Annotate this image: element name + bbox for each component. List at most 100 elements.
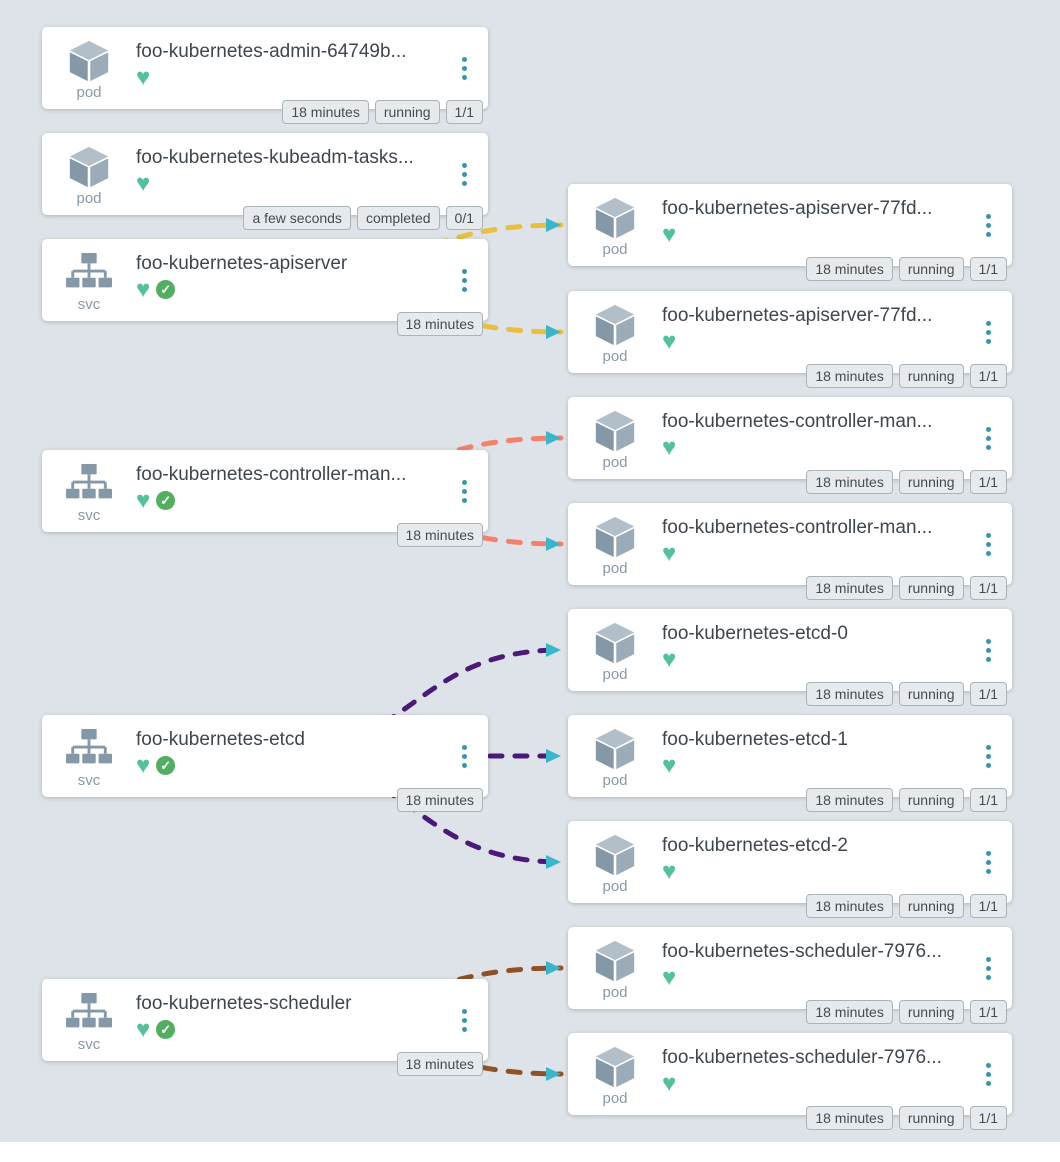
pod-icon <box>592 834 638 876</box>
pod-icon <box>592 516 638 558</box>
ready-badge: 1/1 <box>970 257 1007 281</box>
kebab-menu-button[interactable] <box>976 503 1000 585</box>
pod-icon <box>592 410 638 452</box>
status-badge: running <box>899 1106 964 1130</box>
node-type-label: pod <box>76 191 101 206</box>
kebab-menu-button[interactable] <box>976 609 1000 691</box>
node-title: foo-kubernetes-apiserver-77fd... <box>662 197 1012 221</box>
kebab-menu-button[interactable] <box>976 291 1000 373</box>
node-title: foo-kubernetes-etcd-0 <box>662 622 1012 646</box>
node-title: foo-kubernetes-kubeadm-tasks... <box>136 146 488 170</box>
kebab-menu-button[interactable] <box>452 715 476 797</box>
service-icon <box>66 463 112 505</box>
kebab-menu-button[interactable] <box>976 1033 1000 1115</box>
heart-icon: ♥ <box>662 225 676 245</box>
status-badge: running <box>375 100 440 124</box>
ready-badge: 0/1 <box>446 206 483 230</box>
pod-icon <box>592 197 638 239</box>
node-title: foo-kubernetes-apiserver-77fd... <box>662 304 1012 328</box>
node-type-label: pod <box>602 985 627 1000</box>
node-title: foo-kubernetes-controller-man... <box>662 410 1012 434</box>
kebab-menu-button[interactable] <box>976 397 1000 479</box>
kebab-menu-button[interactable] <box>976 184 1000 266</box>
status-badge: running <box>899 1000 964 1024</box>
node-type-label: svc <box>78 508 101 523</box>
service-icon <box>66 728 112 770</box>
check-circle-icon: ✓ <box>156 756 175 775</box>
status-badge: completed <box>357 206 440 230</box>
node-title: foo-kubernetes-controller-man... <box>136 463 488 487</box>
node-pod-apiserver-1[interactable]: pod foo-kubernetes-apiserver-77fd...♥ 18… <box>568 184 1012 266</box>
age-badge: 18 minutes <box>806 1106 892 1130</box>
age-badge: 18 minutes <box>282 100 368 124</box>
pod-icon <box>592 622 638 664</box>
node-svc-apiserver[interactable]: svc foo-kubernetes-apiserver♥✓ 18 minute… <box>42 239 488 321</box>
pod-icon <box>66 40 112 82</box>
status-badge: running <box>899 788 964 812</box>
node-svc-controller-manager[interactable]: svc foo-kubernetes-controller-man...♥✓ 1… <box>42 450 488 532</box>
heart-icon: ♥ <box>136 1020 150 1040</box>
node-type-label: pod <box>602 1091 627 1106</box>
age-badge: 18 minutes <box>806 257 892 281</box>
bottom-panel <box>0 1142 1060 1162</box>
node-type-label: svc <box>78 297 101 312</box>
heart-icon: ♥ <box>662 1074 676 1094</box>
age-badge: 18 minutes <box>397 523 483 547</box>
node-pod-scheduler-2[interactable]: pod foo-kubernetes-scheduler-7976...♥ 18… <box>568 1033 1012 1115</box>
node-pod-controller-manager-1[interactable]: pod foo-kubernetes-controller-man...♥ 18… <box>568 397 1012 479</box>
age-badge: 18 minutes <box>806 682 892 706</box>
age-badge: 18 minutes <box>397 1052 483 1076</box>
node-title: foo-kubernetes-etcd <box>136 728 488 752</box>
kebab-menu-button[interactable] <box>452 239 476 321</box>
node-type-label: svc <box>78 1037 101 1052</box>
node-pod-apiserver-2[interactable]: pod foo-kubernetes-apiserver-77fd...♥ 18… <box>568 291 1012 373</box>
node-pod-kubeadm[interactable]: pod foo-kubernetes-kubeadm-tasks...♥ a f… <box>42 133 488 215</box>
check-circle-icon: ✓ <box>156 491 175 510</box>
age-badge: 18 minutes <box>806 470 892 494</box>
node-pod-controller-manager-2[interactable]: pod foo-kubernetes-controller-man...♥ 18… <box>568 503 1012 585</box>
node-type-label: pod <box>602 242 627 257</box>
node-type-label: svc <box>78 773 101 788</box>
node-pod-etcd-0[interactable]: pod foo-kubernetes-etcd-0♥ 18 minutesrun… <box>568 609 1012 691</box>
status-badge: running <box>899 576 964 600</box>
age-badge: 18 minutes <box>806 576 892 600</box>
pod-icon <box>66 146 112 188</box>
kebab-menu-button[interactable] <box>452 133 476 215</box>
ready-badge: 1/1 <box>970 1000 1007 1024</box>
node-title: foo-kubernetes-admin-64749b... <box>136 40 488 64</box>
age-badge: 18 minutes <box>806 1000 892 1024</box>
heart-icon: ♥ <box>136 174 150 194</box>
node-svc-etcd[interactable]: svc foo-kubernetes-etcd♥✓ 18 minutes <box>42 715 488 797</box>
status-badge: running <box>899 364 964 388</box>
ready-badge: 1/1 <box>970 364 1007 388</box>
node-pod-etcd-2[interactable]: pod foo-kubernetes-etcd-2♥ 18 minutesrun… <box>568 821 1012 903</box>
node-type-label: pod <box>602 667 627 682</box>
age-badge: 18 minutes <box>806 364 892 388</box>
pod-icon <box>592 728 638 770</box>
ready-badge: 1/1 <box>970 894 1007 918</box>
node-pod-scheduler-1[interactable]: pod foo-kubernetes-scheduler-7976...♥ 18… <box>568 927 1012 1009</box>
kebab-menu-button[interactable] <box>976 927 1000 1009</box>
node-title: foo-kubernetes-apiserver <box>136 252 488 276</box>
pod-icon <box>592 1046 638 1088</box>
ready-badge: 1/1 <box>970 470 1007 494</box>
node-pod-etcd-1[interactable]: pod foo-kubernetes-etcd-1♥ 18 minutesrun… <box>568 715 1012 797</box>
node-pod-admin[interactable]: pod foo-kubernetes-admin-64749b...♥ 18 m… <box>42 27 488 109</box>
node-type-label: pod <box>602 561 627 576</box>
age-badge: 18 minutes <box>806 894 892 918</box>
status-badge: running <box>899 682 964 706</box>
node-title: foo-kubernetes-scheduler <box>136 992 488 1016</box>
kebab-menu-button[interactable] <box>452 450 476 532</box>
status-badge: running <box>899 470 964 494</box>
kebab-menu-button[interactable] <box>976 715 1000 797</box>
node-title: foo-kubernetes-etcd-1 <box>662 728 1012 752</box>
ready-badge: 1/1 <box>970 682 1007 706</box>
kebab-menu-button[interactable] <box>452 27 476 109</box>
node-svc-scheduler[interactable]: svc foo-kubernetes-scheduler♥✓ 18 minute… <box>42 979 488 1061</box>
heart-icon: ♥ <box>136 68 150 88</box>
service-icon <box>66 992 112 1034</box>
heart-icon: ♥ <box>662 862 676 882</box>
kebab-menu-button[interactable] <box>452 979 476 1061</box>
status-badge: running <box>899 894 964 918</box>
kebab-menu-button[interactable] <box>976 821 1000 903</box>
